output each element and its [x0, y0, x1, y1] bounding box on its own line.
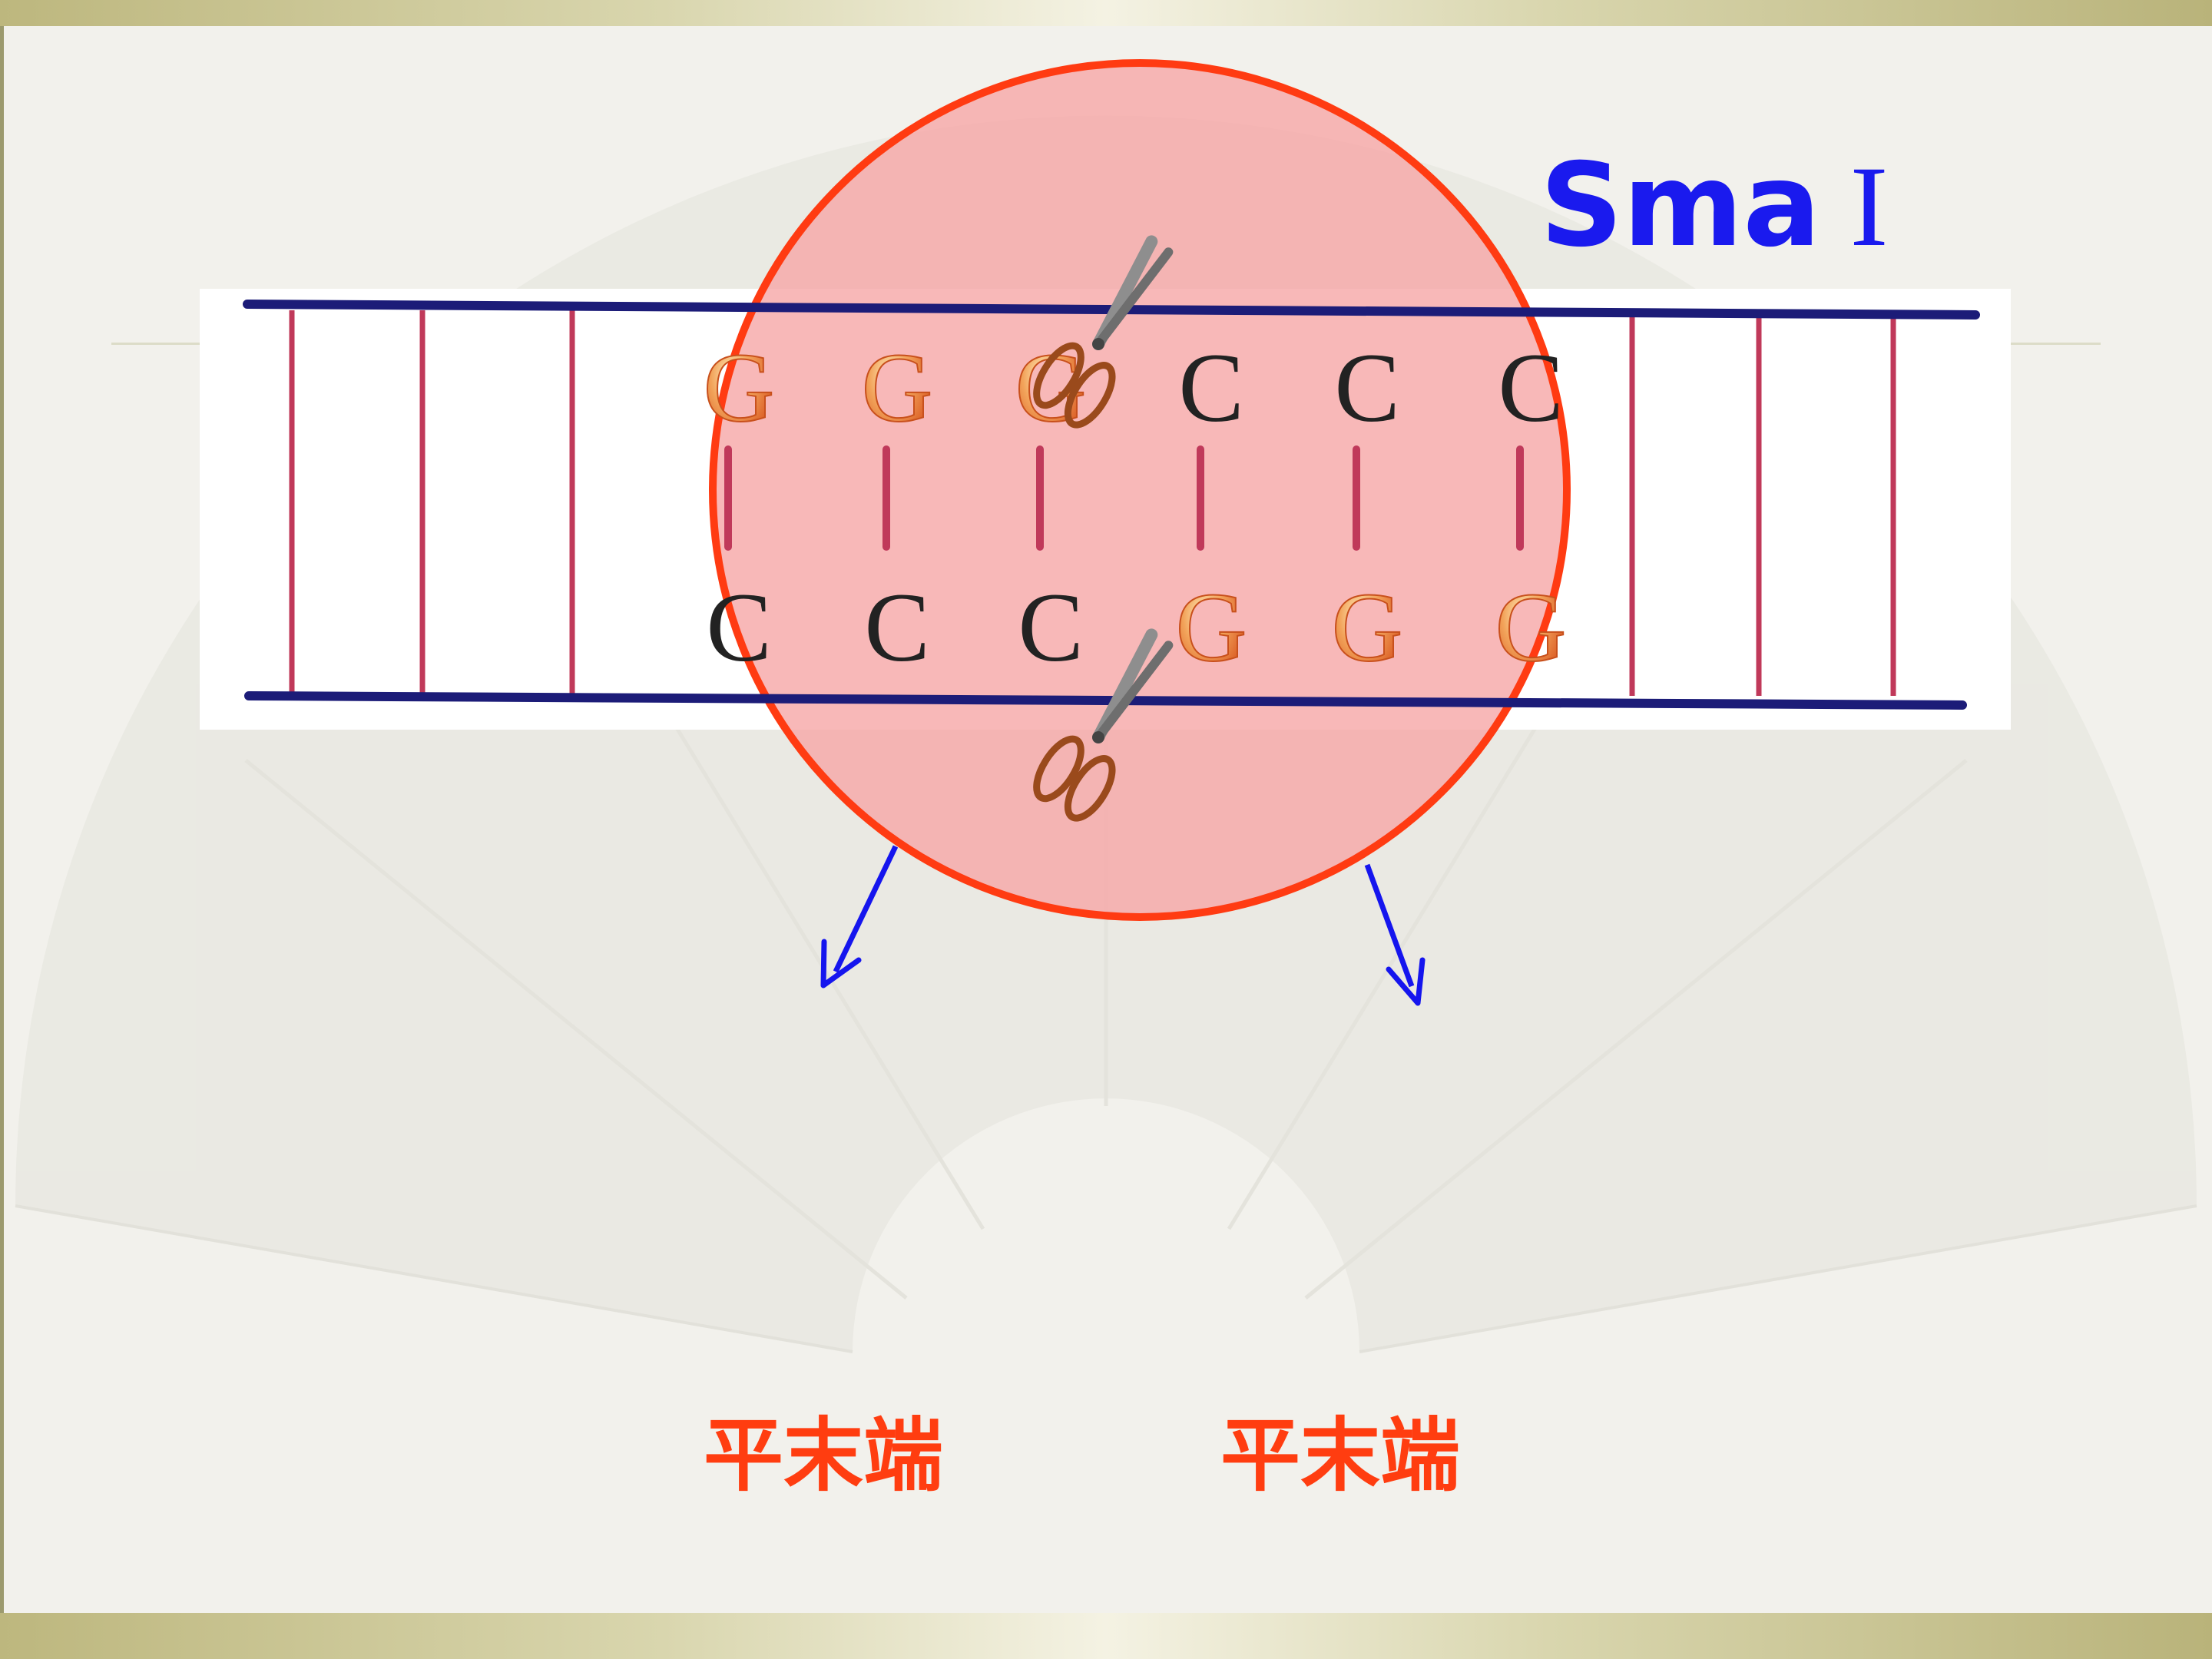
left-arrow — [820, 845, 899, 988]
top-base-4: C — [1178, 333, 1243, 442]
bottom-base-6: G — [1495, 573, 1566, 682]
recognition-site-highlight — [709, 59, 1571, 921]
bottom-base-5: G — [1332, 573, 1402, 682]
right-arrow — [1364, 863, 1426, 1006]
bottom-base-3: C — [1018, 573, 1083, 682]
top-decor-bar — [0, 0, 2212, 26]
enzyme-title: Sma I — [1540, 139, 1889, 273]
top-base-6: C — [1498, 333, 1563, 442]
right-blunt-end-label: 平末端 — [1220, 1409, 1460, 1502]
bottom-base-4: G — [1176, 573, 1247, 682]
top-base-1: G — [704, 333, 774, 442]
enzyme-name: Sma — [1540, 139, 1821, 273]
bottom-base-2: C — [864, 573, 929, 682]
left-edge-line — [0, 26, 4, 1613]
bottom-decor-bar — [0, 1613, 2212, 1659]
bottom-base-1: C — [706, 573, 771, 682]
base-pair-bars — [724, 445, 1524, 551]
scissors-icon — [1033, 628, 1174, 822]
left-blunt-end-label: 平末端 — [703, 1409, 943, 1502]
side-rungs — [289, 310, 1896, 696]
top-base-5: C — [1334, 333, 1399, 442]
enzyme-numeral: I — [1849, 143, 1889, 270]
bottom-backbone — [244, 691, 1967, 710]
top-base-2: G — [862, 333, 932, 442]
scissors-icon — [1033, 235, 1174, 429]
